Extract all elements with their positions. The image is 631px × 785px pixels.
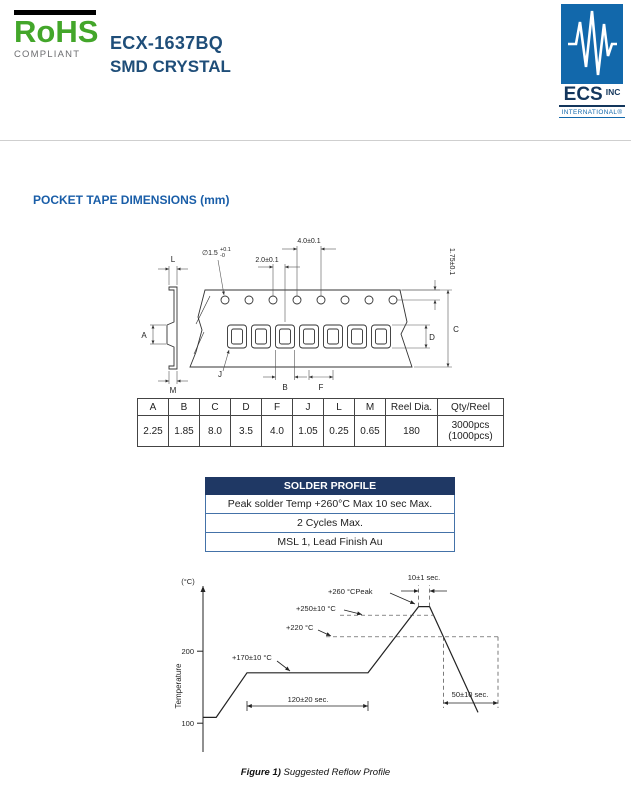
- header-divider: [0, 140, 631, 141]
- sprocket-holes: [220, 295, 398, 305]
- rohs-bar: [14, 10, 96, 15]
- cross-section-dims: [150, 266, 188, 384]
- tape-body: [189, 289, 413, 368]
- section-title: POCKET TAPE DIMENSIONS (mm): [33, 193, 230, 207]
- annotation-time-peak: 10±1 sec.: [408, 573, 440, 582]
- dims-value-cell: 1.85: [168, 415, 200, 447]
- solder-profile-row: Peak solder Temp +260°C Max 10 sec Max.: [205, 494, 455, 514]
- dims-value-cell: 3.5: [230, 415, 262, 447]
- dims-value-cell: 1.05: [292, 415, 324, 447]
- dim-label-J: J: [218, 370, 222, 379]
- ecs-name: ECS INC: [559, 84, 625, 107]
- dim-label-M: M: [170, 386, 177, 395]
- dim-label-B: B: [282, 383, 287, 392]
- dim-hole-dia: ∅1.5: [202, 250, 218, 257]
- reflow-chart-svg: (°C) 200 100 Temperature: [174, 573, 500, 752]
- figure-caption-label: Figure 1): [240, 767, 281, 778]
- dimensions-header-row: A B C D F J L M Reel Dia. Qty/Reel: [137, 398, 504, 416]
- annotation-temp-170: +170±10 °C: [232, 653, 272, 662]
- dim-hole-tol-plus: +0.1: [220, 247, 231, 253]
- dim-hole-to-pocket: 2.0±0.1: [255, 257, 278, 264]
- annotation-temp-250: +250±10 °C: [296, 604, 336, 613]
- solder-profile-title: SOLDER PROFILE: [205, 477, 455, 495]
- y-tick-100: 100: [181, 719, 194, 728]
- dims-header-cell: L: [323, 398, 355, 416]
- part-number: ECX-1637BQ: [110, 33, 224, 53]
- dims-value-cell: 3000pcs (1000pcs): [437, 415, 504, 447]
- pocket-tape-drawing: L A M: [130, 222, 530, 402]
- solder-profile-row: 2 Cycles Max.: [205, 513, 455, 533]
- tape-cross-section: [166, 286, 178, 370]
- annotation-temp-220: +220 °C: [286, 623, 314, 632]
- solder-profile-table: SOLDER PROFILE Peak solder Temp +260°C M…: [205, 477, 455, 552]
- dims-value-cell: 180: [385, 415, 438, 447]
- reflow-curve: [203, 605, 479, 718]
- dim-label-C: C: [453, 325, 459, 334]
- figure-caption-text: Suggested Reflow Profile: [283, 767, 391, 778]
- dims-value-cell: 2.25: [137, 415, 169, 447]
- y-tick-200: 200: [181, 647, 194, 656]
- product-type: SMD CRYSTAL: [110, 57, 231, 76]
- ecs-name-main: ECS: [563, 84, 603, 105]
- solder-profile-cell: Peak solder Temp +260°C Max 10 sec Max.: [205, 494, 455, 514]
- y-axis: [197, 586, 206, 752]
- dims-header-cell: M: [354, 398, 386, 416]
- rohs-subtitle: COMPLIANT: [14, 48, 81, 60]
- dim-pitch: 4.0±0.1: [297, 238, 320, 245]
- right-dims: [392, 280, 452, 368]
- dimensions-table: A B C D F J L M Reel Dia. Qty/Reel 2.25 …: [137, 398, 504, 447]
- rohs-logo: RoHS COMPLIANT: [14, 10, 104, 60]
- dims-value-cell: 0.65: [354, 415, 386, 447]
- annotation-leaders: [276, 592, 416, 672]
- dimensions-value-row: 2.25 1.85 8.0 3.5 4.0 1.05 0.25 0.65 180…: [137, 415, 504, 447]
- dim-label-L: L: [171, 255, 176, 264]
- dim-label-F: F: [319, 383, 324, 392]
- top-dims: [217, 246, 336, 322]
- ecs-international-label: INTERNATIONAL®: [559, 107, 625, 118]
- dims-header-cell: F: [261, 398, 293, 416]
- dims-header-cell: Reel Dia.: [385, 398, 438, 416]
- bottom-dims: [222, 349, 334, 380]
- annotation-peak-temp: +260 °CPeak: [328, 587, 373, 596]
- dims-header-cell: Qty/Reel: [437, 398, 504, 416]
- title-block: ECX-1637BQ SMD CRYSTAL: [110, 33, 231, 77]
- solder-profile-row: MSL 1, Lead Finish Au: [205, 532, 455, 552]
- reflow-profile-chart: (°C) 200 100 Temperature: [168, 566, 568, 783]
- rohs-title: RoHS: [14, 14, 99, 49]
- dim-edge: 1.75±0.1: [448, 248, 455, 275]
- annotation-time-preheat: 120±20 sec.: [288, 695, 329, 704]
- duration-measures: [246, 589, 498, 711]
- figure-caption: Figure 1) Suggested Reflow Profile: [0, 767, 631, 778]
- dims-header-cell: C: [199, 398, 231, 416]
- pocket-tape-svg: L A M: [141, 238, 459, 395]
- annotation-time-above-220: 50±10 sec.: [452, 690, 489, 699]
- dims-value-cell: 0.25: [323, 415, 355, 447]
- ecs-name-inc: INC: [605, 87, 621, 97]
- dims-value-cell: 4.0: [261, 415, 293, 447]
- dims-value-cell: 8.0: [199, 415, 231, 447]
- solder-profile-header-row: SOLDER PROFILE: [205, 477, 455, 495]
- y-axis-label: Temperature: [174, 663, 183, 708]
- dims-header-cell: D: [230, 398, 262, 416]
- dims-header-cell: A: [137, 398, 169, 416]
- component-pockets: [227, 324, 391, 349]
- dims-header-cell: J: [292, 398, 324, 416]
- dim-label-A: A: [141, 331, 147, 340]
- ecs-logo: ECS INC INTERNATIONAL®: [559, 4, 625, 118]
- dim-hole-tol-minus: -0: [220, 253, 225, 259]
- ecs-waveform-icon: [561, 4, 623, 84]
- dim-label-D: D: [429, 333, 435, 342]
- solder-profile-cell: MSL 1, Lead Finish Au: [205, 532, 455, 552]
- y-axis-unit-label: (°C): [181, 577, 195, 586]
- dims-header-cell: B: [168, 398, 200, 416]
- solder-profile-cell: 2 Cycles Max.: [205, 513, 455, 533]
